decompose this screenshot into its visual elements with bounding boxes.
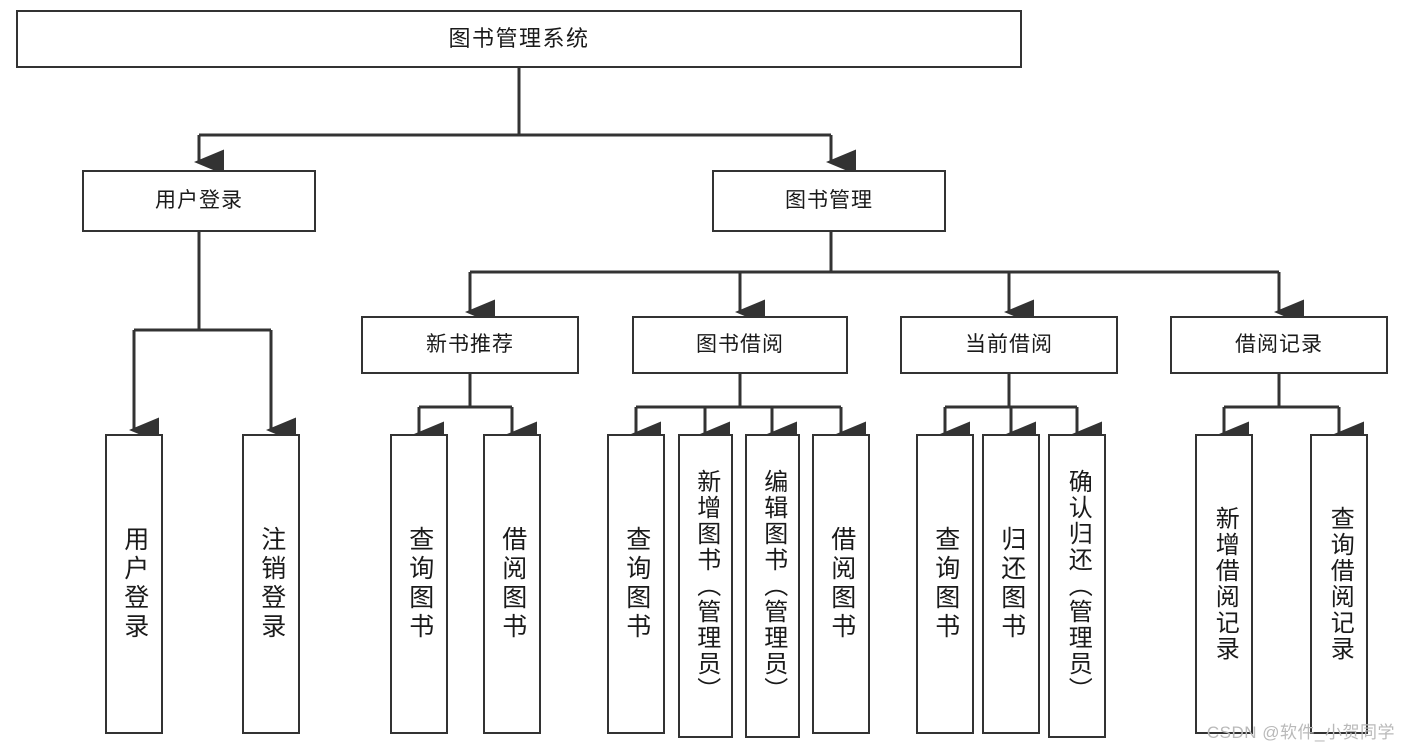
node-label: 查询图书 (405, 526, 434, 642)
node-label: 当前借阅 (965, 332, 1053, 356)
leaf-search-book-borrow[interactable]: 查询图书 (607, 434, 665, 734)
leaf-edit-book-admin[interactable]: 编辑图书（管理员） (745, 434, 800, 738)
node-label: 图书借阅 (696, 332, 784, 356)
node-label: 图书管理系统 (448, 26, 590, 52)
leaf-search-book-recommend[interactable]: 查询图书 (390, 434, 448, 734)
leaf-add-book-admin[interactable]: 新增图书（管理员） (678, 434, 733, 738)
node-label: 归还图书 (997, 526, 1026, 642)
node-label: 查询图书 (622, 526, 651, 642)
leaf-search-book-current[interactable]: 查询图书 (916, 434, 974, 734)
leaf-confirm-return-admin[interactable]: 确认归还（管理员） (1048, 434, 1106, 738)
node-label: 查询图书 (931, 526, 960, 642)
node-root-book-management-system[interactable]: 图书管理系统 (16, 10, 1022, 68)
node-new-book-recommend[interactable]: 新书推荐 (361, 316, 579, 374)
leaf-search-borrow-record[interactable]: 查询借阅记录 (1310, 434, 1368, 734)
node-user-login[interactable]: 用户登录 (82, 170, 316, 232)
csdn-watermark: CSDN @软件_小贺同学 (1206, 723, 1395, 742)
leaf-user-logout[interactable]: 注销登录 (242, 434, 300, 734)
node-label: 注销登录 (257, 526, 286, 642)
node-label: 编辑图书（管理员） (759, 469, 787, 703)
node-label: 新增图书（管理员） (692, 469, 720, 703)
node-book-borrow[interactable]: 图书借阅 (632, 316, 848, 374)
node-label: 借阅图书 (827, 526, 856, 642)
leaf-user-login[interactable]: 用户登录 (105, 434, 163, 734)
node-label: 新书推荐 (426, 332, 514, 356)
leaf-return-book[interactable]: 归还图书 (982, 434, 1040, 734)
node-label: 借阅图书 (498, 526, 527, 642)
node-book-management[interactable]: 图书管理 (712, 170, 946, 232)
node-label: 借阅记录 (1235, 332, 1323, 356)
leaf-borrow-book-recommend[interactable]: 借阅图书 (483, 434, 541, 734)
node-label: 确认归还（管理员） (1064, 469, 1092, 703)
leaf-borrow-book[interactable]: 借阅图书 (812, 434, 870, 734)
node-label: 用户登录 (155, 188, 243, 212)
node-borrow-record[interactable]: 借阅记录 (1170, 316, 1388, 374)
node-label: 用户登录 (120, 526, 149, 642)
node-label: 查询借阅记录 (1326, 506, 1354, 662)
node-label: 图书管理 (785, 188, 873, 212)
leaf-add-borrow-record[interactable]: 新增借阅记录 (1195, 434, 1253, 734)
node-current-borrow[interactable]: 当前借阅 (900, 316, 1118, 374)
node-label: 新增借阅记录 (1211, 506, 1239, 662)
